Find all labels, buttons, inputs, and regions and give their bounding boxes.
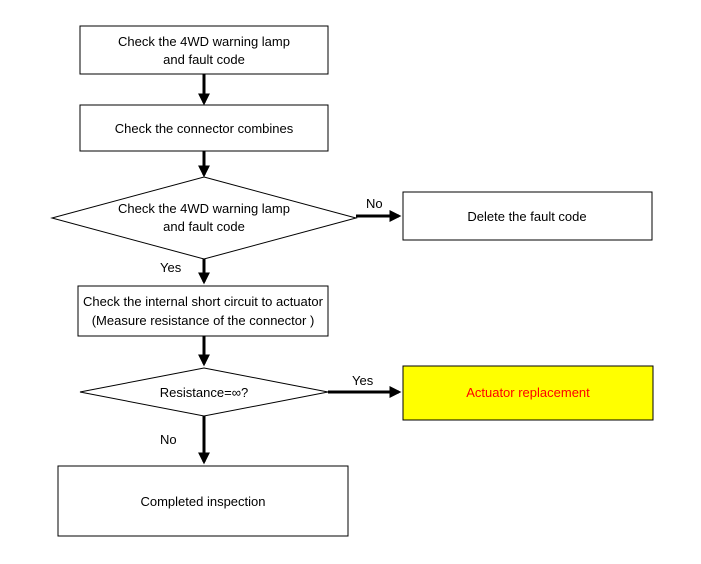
- completed-inspection-text: Completed inspection: [140, 494, 265, 509]
- decision-warning-lamp: Check the 4WD warning lamp and fault cod…: [50, 176, 358, 260]
- check-connector-box: Check the connector combines: [79, 104, 329, 152]
- actuator-replacement-text: Actuator replacement: [466, 385, 590, 400]
- delete-fault-code-box: Delete the fault code: [402, 191, 653, 241]
- check-warning-lamp-line1: Check the 4WD warning lamp: [118, 34, 290, 49]
- actuator-replacement-box: Actuator replacement: [402, 365, 654, 421]
- label-decision-lamp-no: No: [366, 196, 383, 211]
- decision-warning-lamp-line2: and fault code: [163, 219, 245, 234]
- label-decision-lamp-yes: Yes: [160, 260, 182, 275]
- check-connector-text: Check the connector combines: [115, 121, 294, 136]
- check-short-circuit-line2: (Measure resistance of the connector ): [92, 313, 315, 328]
- delete-fault-code-text: Delete the fault code: [467, 209, 586, 224]
- decision-resistance: Resistance=∞?: [79, 367, 329, 417]
- check-short-circuit-line1: Check the internal short circuit to actu…: [83, 294, 324, 309]
- completed-inspection-box: Completed inspection: [57, 465, 349, 537]
- label-decision-resistance-yes: Yes: [352, 373, 374, 388]
- check-warning-lamp-line2: and fault code: [163, 52, 245, 67]
- check-warning-lamp-box: Check the 4WD warning lamp and fault cod…: [79, 25, 329, 75]
- check-short-circuit-box: Check the internal short circuit to actu…: [77, 285, 329, 337]
- decision-warning-lamp-line1: Check the 4WD warning lamp: [118, 201, 290, 216]
- decision-resistance-text: Resistance=∞?: [160, 385, 248, 400]
- actuator-replacement-highlight: [402, 365, 654, 421]
- label-decision-resistance-no: No: [160, 432, 177, 447]
